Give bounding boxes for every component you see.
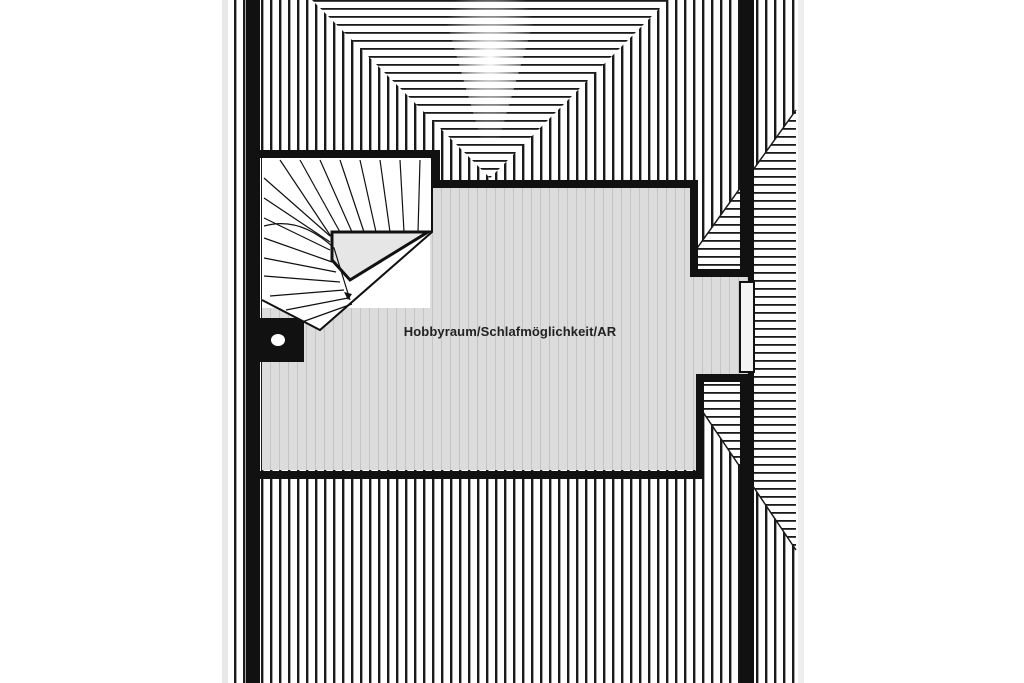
chimney-flue bbox=[271, 334, 285, 346]
page-edge-left bbox=[222, 0, 228, 683]
page-edge-right bbox=[798, 0, 804, 683]
dormer-right-edge-top bbox=[679, 109, 797, 273]
window-right bbox=[739, 281, 755, 373]
wall-left bbox=[246, 0, 260, 683]
room-label: Hobbyraum/Schlafmöglichkeit/AR bbox=[403, 324, 617, 339]
staircase bbox=[261, 158, 434, 332]
dormer-top-glare bbox=[440, 0, 540, 170]
room-walls bbox=[256, 150, 748, 479]
